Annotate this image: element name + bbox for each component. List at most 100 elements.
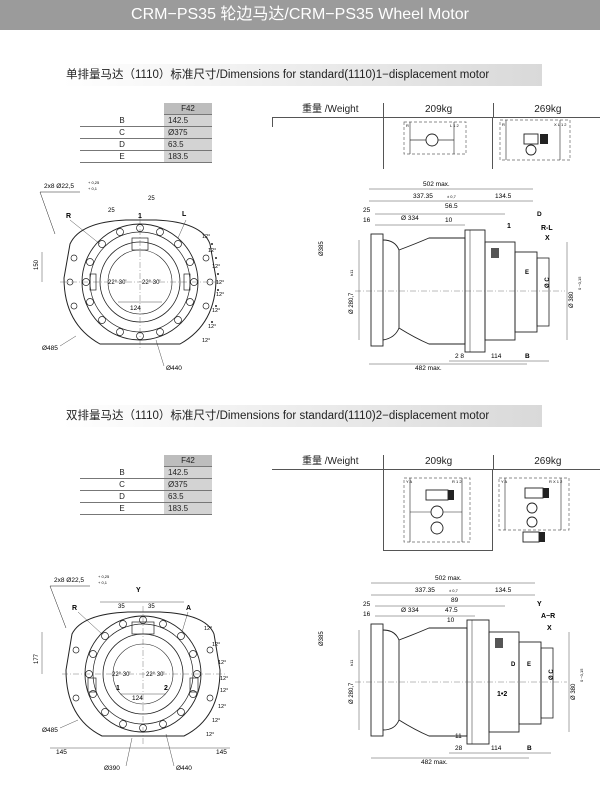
dim-label: Ø 380 xyxy=(569,291,575,308)
weight-table-2: 重量 /Weight 209kg 269kg xyxy=(272,455,600,470)
dim-label: 145 xyxy=(56,749,67,756)
page-title: CRM−PS35 轮边马达/CRM−PS35 Wheel Motor xyxy=(0,0,600,30)
port-label: Ø C xyxy=(549,669,555,680)
dim-label: 337.35 xyxy=(413,193,433,200)
dim-label: 12° xyxy=(202,234,210,240)
port-label: X xyxy=(545,235,550,242)
port-label: A−R xyxy=(541,613,555,620)
weight-value: 269kg xyxy=(492,103,600,117)
dim-label: 12° xyxy=(206,732,214,738)
dim-label: 11 xyxy=(455,733,462,740)
hydraulic-schematic-icon: R L 1 2 xyxy=(403,121,467,155)
svg-text:X L 1 2: X L 1 2 xyxy=(554,122,567,127)
dim-label: 12° xyxy=(212,264,220,270)
dim-label: 25 xyxy=(363,601,371,608)
port-label: Ø C xyxy=(545,277,551,288)
dim-label: 56.5 xyxy=(445,203,458,210)
port-label: B xyxy=(525,353,530,360)
hydraulic-schematic-icon: R X L 1 2 xyxy=(499,119,571,161)
dim-label: 12° xyxy=(204,626,212,632)
front-view-drawing-1: 2x8 Ø22,5 + 0,25 + 0,1 R 1 L 25 25 12° 1… xyxy=(34,180,224,372)
dim-label: + 0,1 xyxy=(88,186,98,191)
port-label: R-L xyxy=(541,225,553,232)
port-label: D xyxy=(511,662,516,668)
dim-label: Ø440 xyxy=(166,365,182,372)
port-label: D xyxy=(537,211,542,218)
dim-label: 12° xyxy=(208,248,216,254)
port-label: B xyxy=(527,745,532,752)
port-label: 1•2 xyxy=(497,691,507,698)
svg-text:R: R xyxy=(406,123,409,128)
dim-label: 502 max. xyxy=(435,575,462,582)
port-label: 1 xyxy=(507,223,511,230)
dim-label: 35 xyxy=(148,604,155,610)
port-label: 2 xyxy=(164,685,168,692)
section-heading-1: 单排量马达（1110）标准尺寸/Dimensions for standard(… xyxy=(62,64,542,86)
svg-text:R: R xyxy=(502,122,505,127)
weight-label: 重量 /Weight xyxy=(302,104,359,115)
dimension-table-header: F42 xyxy=(164,455,212,467)
dim-label: 22° 30' xyxy=(112,672,131,678)
dim-label: + 0,25 xyxy=(98,574,110,579)
port-label: R xyxy=(72,605,77,612)
port-label: X xyxy=(547,625,552,632)
svg-text:Y A: Y A xyxy=(406,479,412,484)
section-heading-2-text: 双排量马达（1110）标准尺寸/Dimensions for standard(… xyxy=(66,410,490,422)
dim-label: + 0,1 xyxy=(98,580,108,585)
weight-label: 重量 /Weight xyxy=(302,456,359,467)
dim-label: Ø385 xyxy=(319,631,325,646)
weight-value: 209kg xyxy=(383,103,492,117)
dim-label: 25 xyxy=(363,207,371,214)
dim-label: 12° xyxy=(220,688,228,694)
dim-label: 502 max. xyxy=(423,181,450,188)
dim-label: 2x8 Ø22,5 xyxy=(44,183,74,190)
dim-label: 25 xyxy=(108,208,115,214)
svg-text:L 1 2: L 1 2 xyxy=(450,123,460,128)
weight-value: 269kg xyxy=(492,455,600,469)
dim-label: 337.35 xyxy=(415,587,435,594)
dim-label: 0 −0,15 xyxy=(577,276,582,290)
dim-label: Ø 334 xyxy=(401,607,419,614)
svg-text:Y A: Y A xyxy=(501,479,507,484)
port-label: Y xyxy=(136,587,141,594)
dim-label: 16 xyxy=(363,217,371,224)
weight-table-1: 重量 /Weight 209kg 269kg xyxy=(272,103,600,118)
dim-label: 22° 30' xyxy=(108,280,127,286)
dim-label: 10 xyxy=(447,617,455,624)
dim-label: 177 xyxy=(34,653,40,664)
dim-label: 12° xyxy=(212,718,220,724)
dim-label: 12° xyxy=(208,324,216,330)
dim-label: h11 xyxy=(349,269,354,276)
dim-label: Ø 280,7 xyxy=(349,292,355,314)
dim-label: 124 xyxy=(130,305,141,312)
dim-label: ± 0,7 xyxy=(447,194,457,199)
dim-label: Ø485 xyxy=(42,727,58,734)
dim-label: Ø485 xyxy=(42,345,58,352)
dim-label: Ø385 xyxy=(319,241,325,256)
port-label: R xyxy=(66,213,71,220)
dim-label: Ø 334 xyxy=(401,215,419,222)
dim-label: 114 xyxy=(491,353,502,360)
dim-label: 12° xyxy=(216,292,224,298)
dim-label: 12° xyxy=(202,338,210,344)
dim-label: 124 xyxy=(132,695,143,702)
dim-label: 0 −0,15 xyxy=(579,668,584,682)
dim-label: 10 xyxy=(445,217,453,224)
port-label: Y xyxy=(537,601,542,608)
dim-label: Ø390 xyxy=(104,765,120,772)
port-label: 1 xyxy=(116,685,120,692)
dim-label: 16 xyxy=(363,611,371,618)
dim-label: 25 xyxy=(148,196,155,202)
weight-value: 209kg xyxy=(383,455,492,469)
dimension-table-header: F42 xyxy=(164,103,212,115)
